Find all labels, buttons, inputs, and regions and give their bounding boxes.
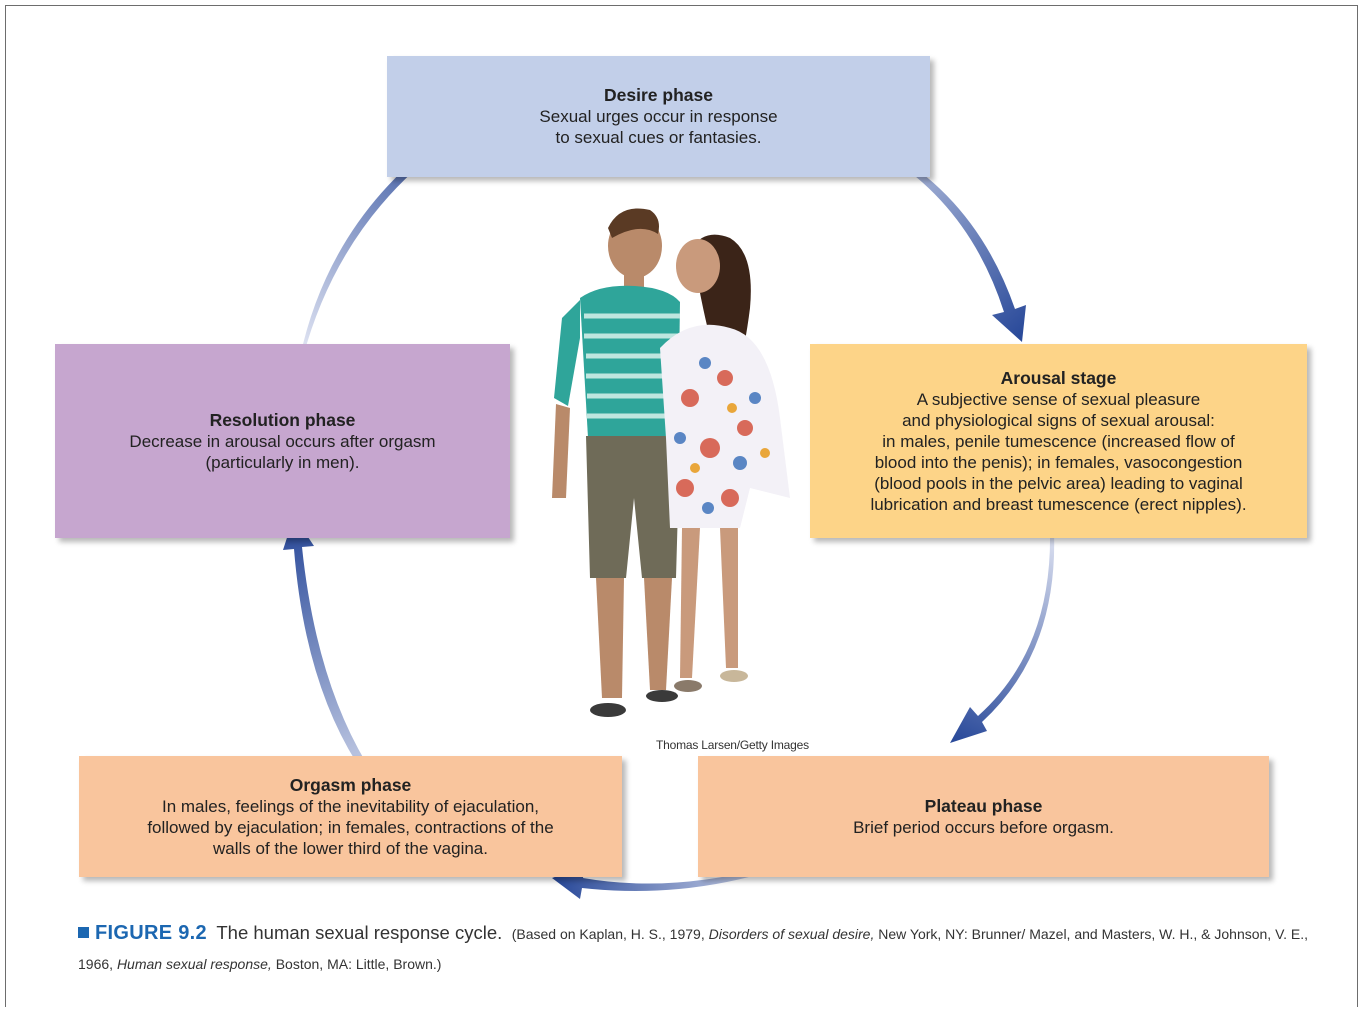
- desire-phase-box: Desire phase Sexual urges occur in respo…: [387, 56, 930, 177]
- couple-photo: [552, 208, 790, 717]
- man-figure: [552, 208, 680, 717]
- orgasm-phase-box: Orgasm phase In males, feelings of the i…: [79, 756, 622, 877]
- photo-credit: Thomas Larsen/Getty Images: [656, 738, 809, 752]
- figure-number: FIGURE 9.2: [95, 922, 207, 944]
- figure-source-1: (Based on Kaplan, H. S., 1979,: [511, 926, 709, 942]
- arrow-desire-to-arousal: [826, 123, 1026, 342]
- figure-source-3: Boston, MA: Little, Brown.): [271, 956, 442, 972]
- resolution-phase-text: Decrease in arousal occurs after orgasm …: [129, 431, 436, 472]
- plateau-phase-title: Plateau phase: [924, 795, 1043, 816]
- arrow-orgasm-to-resolution: [283, 516, 402, 815]
- desire-phase-title: Desire phase: [604, 85, 713, 105]
- orgasm-phase-title: Orgasm phase: [289, 774, 412, 795]
- desire-phase-text: Sexual urges occur in response to sexual…: [539, 107, 778, 147]
- figure-source-book1: Disorders of sexual desire,: [708, 926, 875, 942]
- arrow-plateau-to-orgasm: [552, 860, 792, 899]
- arousal-stage-title: Arousal stage: [1000, 367, 1117, 388]
- figure-source-book2: Human sexual response,: [116, 956, 272, 972]
- arousal-stage-box: Arousal stage A subjective sense of sexu…: [810, 344, 1307, 538]
- woman-figure: [660, 234, 790, 692]
- caption-square-icon: [78, 927, 89, 938]
- figure-title: The human sexual response cycle.: [216, 922, 503, 943]
- resolution-phase-box: Resolution phase Decrease in arousal occ…: [55, 344, 510, 538]
- figure-frame: [5, 5, 1358, 1007]
- orgasm-phase-text: In males, feelings of the inevitability …: [147, 796, 554, 858]
- figure-source-2: New York, NY: Brunner/ Mazel, and Master…: [78, 926, 1309, 972]
- figure-caption: FIGURE 9.2 The human sexual response cyc…: [78, 918, 1318, 979]
- arrow-arousal-to-plateau: [950, 532, 1055, 743]
- plateau-phase-text: Brief period occurs before orgasm.: [853, 817, 1114, 837]
- plateau-phase-box: Plateau phase Brief period occurs before…: [698, 756, 1269, 877]
- resolution-phase-title: Resolution phase: [209, 409, 356, 430]
- arousal-stage-text: A subjective sense of sexual pleasure an…: [870, 389, 1247, 514]
